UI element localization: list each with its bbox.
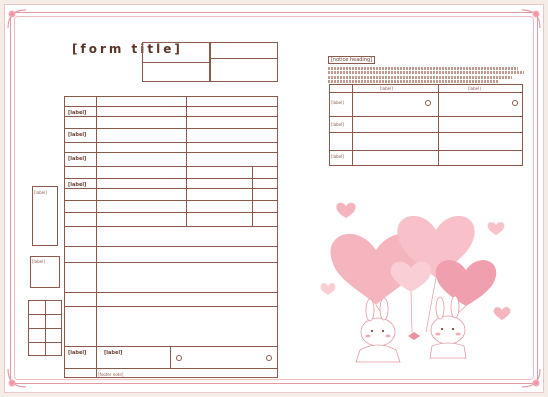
side-label: [label]	[32, 259, 45, 264]
rose-corner-icon	[520, 8, 542, 30]
witness-header: [label]	[468, 86, 481, 91]
section-label: [label]	[68, 132, 87, 138]
notice-block: [notice heading]	[328, 46, 526, 83]
notice-title: [notice heading]	[328, 56, 376, 64]
main-form-table	[64, 96, 278, 378]
witness-header: [label]	[380, 86, 393, 91]
form-title: [form title]	[72, 42, 183, 56]
seal-circle	[512, 100, 518, 106]
rose-corner-icon	[520, 367, 542, 389]
witness-row-label: [label]	[331, 122, 344, 127]
bunny-balloon-illustration	[316, 190, 516, 370]
pink-border-inner	[14, 16, 534, 380]
side-box	[32, 186, 58, 246]
footer-note: [footer note]	[98, 372, 124, 377]
section-label: [label]	[68, 350, 87, 356]
rose-corner-icon	[6, 367, 28, 389]
pink-border-outer	[10, 12, 538, 384]
witness-row-label: [label]	[331, 154, 344, 159]
section-label: [label]	[68, 156, 87, 162]
receipt-box-2	[210, 42, 278, 82]
witness-table	[329, 84, 523, 166]
seal-circle	[425, 100, 431, 106]
section-label: [label]	[68, 182, 87, 188]
seal-circle	[266, 355, 272, 361]
witness-row-label: [label]	[331, 100, 344, 105]
signature-label: [label]	[104, 350, 123, 356]
section-label: [label]	[68, 110, 87, 116]
side-label: [label]	[34, 190, 47, 195]
seal-circle	[176, 355, 182, 361]
rose-corner-icon	[6, 8, 28, 30]
side-box	[30, 256, 60, 288]
